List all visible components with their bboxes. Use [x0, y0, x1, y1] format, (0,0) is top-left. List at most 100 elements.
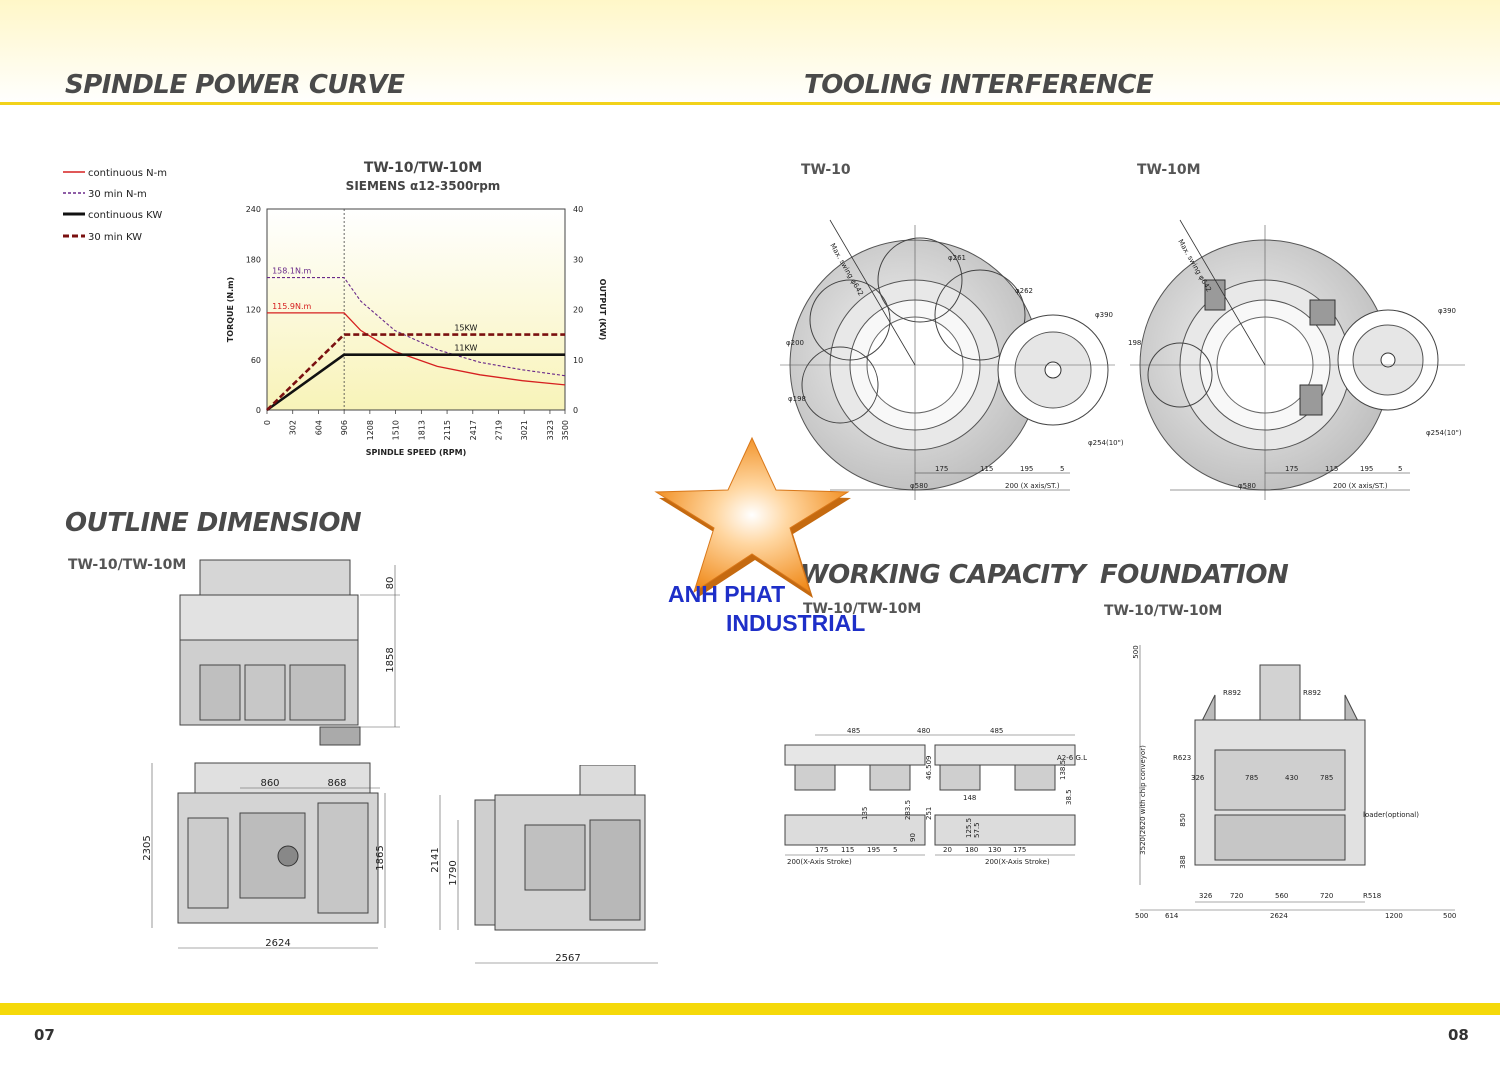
- tooling-drawing-tw10: Max. swing φ642 φ261 φ262 φ390 φ200 φ198…: [780, 219, 1124, 500]
- working-dim-label: 125.5: [965, 818, 973, 838]
- working-dim-label: 148: [963, 794, 976, 802]
- footer-bar: [0, 1003, 1500, 1015]
- foundation-dim-label: R623: [1173, 754, 1191, 762]
- chart-title: TW-10/TW-10M: [364, 160, 482, 176]
- y2-axis-label: OUTPUT (KW): [598, 279, 607, 341]
- working-dim-label: 485: [990, 727, 1003, 735]
- tooling-label: 198: [1128, 339, 1141, 347]
- series-line-2: [266, 353, 565, 412]
- working-dim-label: 180: [965, 846, 978, 854]
- working-dim-label: 175: [815, 846, 828, 854]
- foundation-dim-label: loader(optional): [1363, 811, 1419, 819]
- y-tick-label: 60: [251, 356, 261, 365]
- tooling-label: φ198: [788, 395, 806, 403]
- y2-tick-label: 10: [573, 356, 583, 365]
- x-tick-label: 3323: [546, 420, 555, 440]
- tooling-label: φ254(10"): [1088, 439, 1124, 447]
- working-capacity-drawing: 485 480 485 A2-6 G.L 175 115 195 5 200(X…: [784, 727, 1087, 866]
- foundation-dim-label: 720: [1230, 892, 1243, 900]
- x-tick-label: 1510: [392, 420, 401, 440]
- outline-dimension-title: OUTLINE DIMENSION: [65, 508, 362, 538]
- outline-dim-label: 80: [385, 577, 396, 590]
- outline-dim-label: 1858: [385, 647, 396, 672]
- foundation-dim-label: R518: [1363, 892, 1381, 900]
- working-dim-label: 200(X-Axis Stroke): [787, 858, 852, 866]
- outline-dim-label: 2141: [430, 847, 441, 872]
- tooling-label: φ580: [1238, 482, 1256, 490]
- tooling-label: 5: [1060, 465, 1064, 473]
- foundation-dim-label: 560: [1275, 892, 1288, 900]
- header-rule: [0, 102, 1500, 105]
- legend-continuous-kw: continuous KW: [88, 210, 162, 221]
- x-tick-label: 0: [263, 420, 272, 425]
- tooling-label: 115: [980, 465, 993, 473]
- outline-dim-label: 1790: [448, 860, 459, 885]
- series-line-1: [267, 277, 566, 377]
- tooling-label: φ390: [1095, 311, 1113, 319]
- foundation-dim-label: R892: [1303, 689, 1321, 697]
- y-axis-label: TORQUE (N.m): [226, 277, 235, 342]
- chart-legend: continuous N-m 30 min N-m continuous KW …: [63, 168, 167, 243]
- working-dim-label: 485: [847, 727, 860, 735]
- outline-side-view: 2141 1790 2567: [430, 765, 658, 964]
- y-tick-label: 240: [246, 205, 261, 214]
- outline-dim-label: 868: [327, 778, 346, 789]
- plot-area: [266, 208, 566, 411]
- header-band: [0, 0, 1500, 105]
- tooling-tw10m-label: TW-10M: [1137, 162, 1201, 178]
- tooling-label: φ390: [1438, 307, 1456, 315]
- working-dim-label: 130: [988, 846, 1001, 854]
- foundation-title: FOUNDATION: [1100, 560, 1289, 590]
- x-tick-label: 3021: [520, 420, 529, 440]
- working-dim-label: 138.5: [1059, 760, 1067, 780]
- foundation-dim-label: 1200: [1385, 912, 1403, 920]
- series-line-3: [266, 333, 565, 411]
- foundation-model-label: TW-10/TW-10M: [1104, 603, 1223, 619]
- foundation-dim-label: 2624: [1270, 912, 1288, 920]
- page-number-left: 07: [34, 1026, 55, 1044]
- working-dim-label: 115: [841, 846, 854, 854]
- y-tick-label: 120: [246, 306, 261, 315]
- tooling-label: 195: [1020, 465, 1033, 473]
- working-dim-label: 20: [943, 846, 952, 854]
- foundation-dim-label: 326: [1191, 774, 1205, 782]
- outline-dim-label: 2624: [265, 938, 290, 949]
- working-dim-label: 46.509: [925, 756, 933, 781]
- x-tick-label: 2417: [469, 420, 478, 440]
- spindle-power-chart: continuous N-m 30 min N-m continuous KW …: [63, 160, 607, 457]
- x-tick-label: 2719: [495, 420, 504, 440]
- working-dim-label: 195: [867, 846, 880, 854]
- y-tick-label: 180: [246, 255, 261, 264]
- working-dim-label: 175: [1013, 846, 1026, 854]
- working-dim-label: 480: [917, 727, 930, 735]
- y2-tick-label: 20: [573, 306, 583, 315]
- foundation-dim-label: 500: [1443, 912, 1456, 920]
- foundation-dim-label: 614: [1165, 912, 1179, 920]
- spindle-power-curve-title: SPINDLE POWER CURVE: [65, 70, 405, 100]
- chart-annotation: 158.1N.m: [272, 267, 311, 276]
- x-tick-label: 2115: [443, 420, 452, 440]
- foundation-dim-label: 388: [1179, 855, 1187, 868]
- working-dim-label: A2-6 G.L: [1057, 754, 1087, 762]
- watermark-line-1: ANH PHAT: [668, 581, 786, 607]
- working-dim-label: 38.5: [1065, 789, 1073, 805]
- foundation-dim-label: 500: [1135, 912, 1148, 920]
- working-dim-label: 90: [909, 833, 917, 842]
- x-tick-label: 1813: [417, 420, 426, 440]
- foundation-dim-label: 850: [1179, 813, 1187, 826]
- tooling-drawing-tw10m: Max. swing φ642 φ390 198 φ254(10") 175 1…: [1128, 219, 1465, 500]
- outline-dim-label: 860: [260, 778, 279, 789]
- foundation-dim-label: 500: [1132, 645, 1140, 658]
- outline-front-view: 860 868 2305 1865 2624: [142, 762, 386, 949]
- foundation-dim-label: 430: [1285, 774, 1298, 782]
- tooling-label: 5: [1398, 465, 1402, 473]
- legend-continuous-nm: continuous N-m: [88, 168, 167, 179]
- legend-30min-kw: 30 min KW: [88, 232, 142, 243]
- working-dim-label: 283.5: [904, 800, 912, 820]
- foundation-dim-label: 720: [1320, 892, 1333, 900]
- x-tick-label: 3500: [561, 420, 570, 440]
- tooling-label: 175: [1285, 465, 1298, 473]
- tooling-label: φ200: [786, 339, 804, 347]
- y-tick-label: 0: [256, 406, 261, 415]
- series-line-0: [267, 312, 566, 386]
